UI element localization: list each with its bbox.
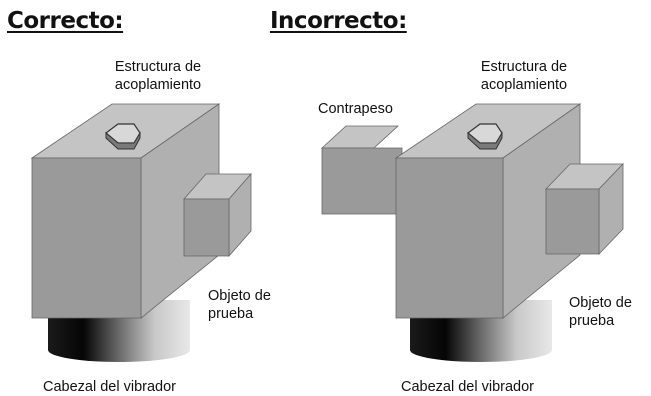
incorrect-shaker-head-label: Cabezal del vibrador [401,379,534,395]
incorrect-structure-label: Estructura de acoplamiento [458,58,590,94]
correct-title: Correcto: [7,8,124,34]
correct-bolt-icon [105,123,141,150]
incorrect-test-object-label: Objeto de prueba [569,294,632,330]
incorrect-test-object [545,163,624,255]
incorrect-fixture-cube [394,103,582,319]
correct-test-object-label: Objeto de prueba [208,287,271,323]
incorrect-structure-label-line2: acoplamiento [480,77,568,93]
correct-structure-label: Estructura de acoplamiento [92,58,224,94]
incorrect-test-object-label-line1: Objeto de [569,295,632,311]
incorrect-counterweight-label: Contrapeso [318,101,393,117]
incorrect-bolt-icon [467,123,503,150]
correct-fixture-cube [30,103,221,319]
correct-structure-label-line2: acoplamiento [114,77,202,93]
incorrect-counterweight [320,125,403,215]
correct-assembly [30,103,252,362]
correct-test-object [183,172,252,258]
correct-test-object-label-line1: Objeto de [208,288,271,304]
incorrect-assembly [320,103,624,362]
incorrect-structure-label-line1: Estructura de [480,59,568,75]
correct-shaker-head-label: Cabezal del vibrador [43,379,176,395]
incorrect-test-object-label-line2: prueba [569,313,615,329]
correct-structure-label-line1: Estructura de [114,59,202,75]
incorrect-title: Incorrecto: [270,8,407,34]
correct-test-object-label-line2: prueba [208,306,254,322]
